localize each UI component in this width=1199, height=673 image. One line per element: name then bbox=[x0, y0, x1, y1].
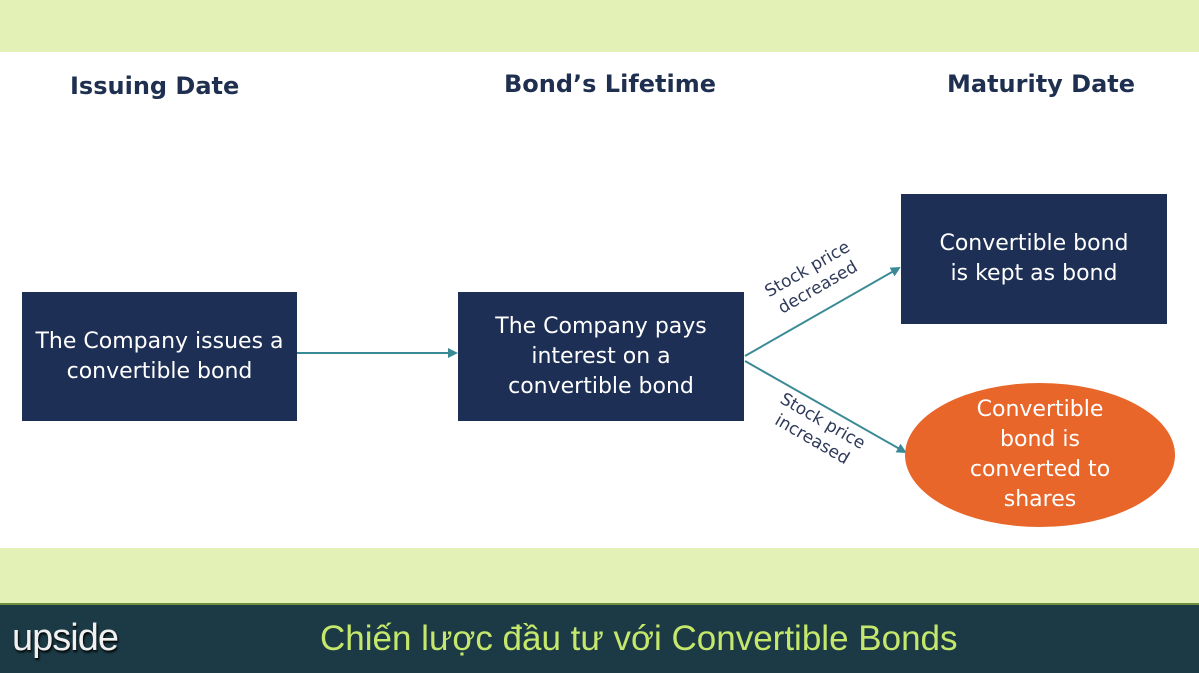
header-bonds-lifetime: Bond’s Lifetime bbox=[504, 70, 717, 98]
ellipse-converted: Convertible bond is converted to shares bbox=[905, 383, 1175, 527]
header-maturity-date: Maturity Date bbox=[947, 70, 1136, 98]
video-title: Chiến lược đầu tư với Convertible Bonds bbox=[320, 619, 958, 658]
header-issuing-date: Issuing Date bbox=[70, 72, 240, 100]
arrow-increased bbox=[744, 360, 907, 453]
upside-logo: upside bbox=[12, 617, 119, 659]
converted-label: Convertible bond is converted to shares bbox=[969, 397, 1111, 512]
bottom-band bbox=[0, 548, 1199, 603]
box-kept-as-bond: Convertible bond is kept as bond bbox=[901, 194, 1167, 324]
top-band bbox=[0, 0, 1199, 52]
arrow-decreased bbox=[744, 267, 901, 357]
box-issue: The Company issues a convertible bond bbox=[22, 292, 297, 421]
box-pays-interest: The Company pays interest on a convertib… bbox=[458, 292, 744, 421]
footer-bar: upside Chiến lược đầu tư với Convertible… bbox=[0, 603, 1199, 673]
